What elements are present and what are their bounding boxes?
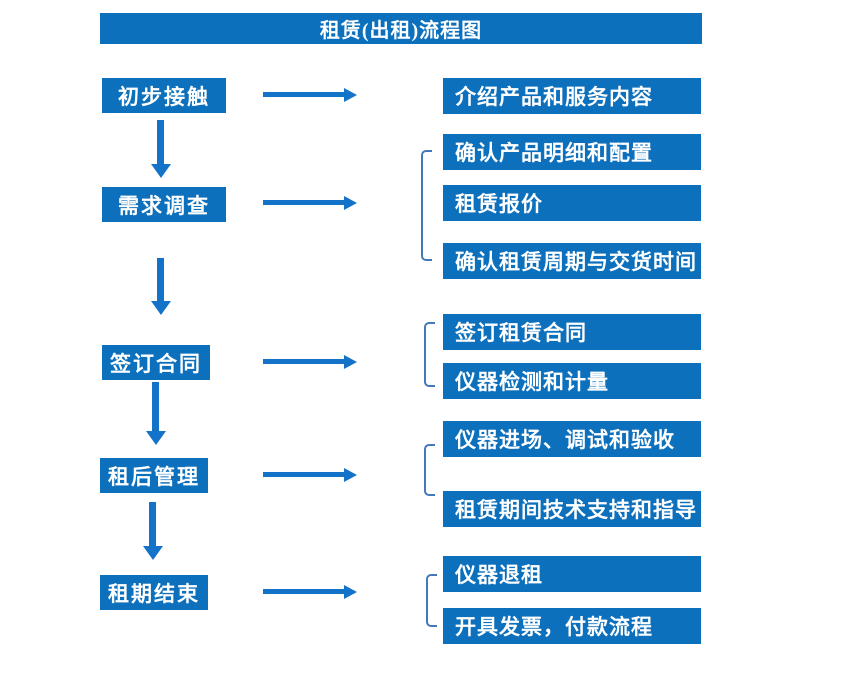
arrow-head	[344, 355, 357, 369]
stage-box-rental-end: 租期结束	[100, 575, 208, 610]
arrow-head	[143, 546, 163, 560]
arrow-head	[344, 196, 357, 210]
arrow-shaft	[149, 502, 156, 547]
detail-box-intro-products: 介绍产品和服务内容	[443, 78, 701, 114]
arrow-shaft	[263, 92, 346, 97]
group-bracket-rental-end	[426, 574, 437, 627]
arrow-head	[151, 164, 171, 178]
detail-box-instrument-return: 仪器退租	[443, 556, 701, 592]
arrow-shaft	[263, 200, 346, 205]
arrow-head	[344, 585, 357, 599]
flowchart-title: 租赁(出租)流程图	[100, 13, 702, 44]
group-bracket-demand-survey	[421, 150, 432, 261]
stage-box-post-rental-management: 租后管理	[100, 458, 208, 493]
arrow-shaft	[263, 359, 346, 364]
arrow-shaft	[263, 472, 346, 477]
arrow-shaft	[263, 589, 346, 594]
group-bracket-post-rental	[424, 444, 435, 496]
arrow-shaft	[157, 258, 164, 302]
detail-box-confirm-product-config: 确认产品明细和配置	[443, 134, 701, 170]
arrow-head	[344, 468, 357, 482]
right-arrow-icon-5	[263, 585, 357, 599]
stage-box-demand-survey: 需求调查	[102, 187, 226, 222]
right-arrow-icon-2	[263, 196, 357, 210]
down-arrow-icon-1	[151, 120, 171, 178]
arrow-shaft	[157, 120, 164, 165]
detail-box-rental-quote: 租赁报价	[443, 185, 701, 221]
down-arrow-icon-3	[146, 382, 166, 445]
arrow-shaft	[152, 382, 159, 432]
detail-box-confirm-period-delivery: 确认租赁周期与交货时间	[443, 243, 701, 279]
right-arrow-icon-3	[263, 355, 357, 369]
detail-box-invoice-payment: 开具发票，付款流程	[443, 608, 701, 644]
down-arrow-icon-2	[151, 258, 171, 315]
arrow-head	[344, 88, 357, 102]
right-arrow-icon-4	[263, 468, 357, 482]
detail-box-instrument-testing: 仪器检测和计量	[443, 363, 701, 399]
down-arrow-icon-4	[143, 502, 163, 560]
arrow-head	[146, 431, 166, 445]
right-arrow-icon-1	[263, 88, 357, 102]
detail-box-sign-rental-contract: 签订租赁合同	[443, 314, 701, 350]
arrow-head	[151, 301, 171, 315]
stage-box-sign-contract: 签订合同	[102, 345, 210, 380]
detail-box-setup-acceptance: 仪器进场、调试和验收	[443, 421, 701, 457]
stage-box-initial-contact: 初步接触	[102, 78, 226, 113]
group-bracket-sign-contract	[424, 322, 435, 387]
detail-box-tech-support: 租赁期间技术支持和指导	[443, 491, 701, 527]
